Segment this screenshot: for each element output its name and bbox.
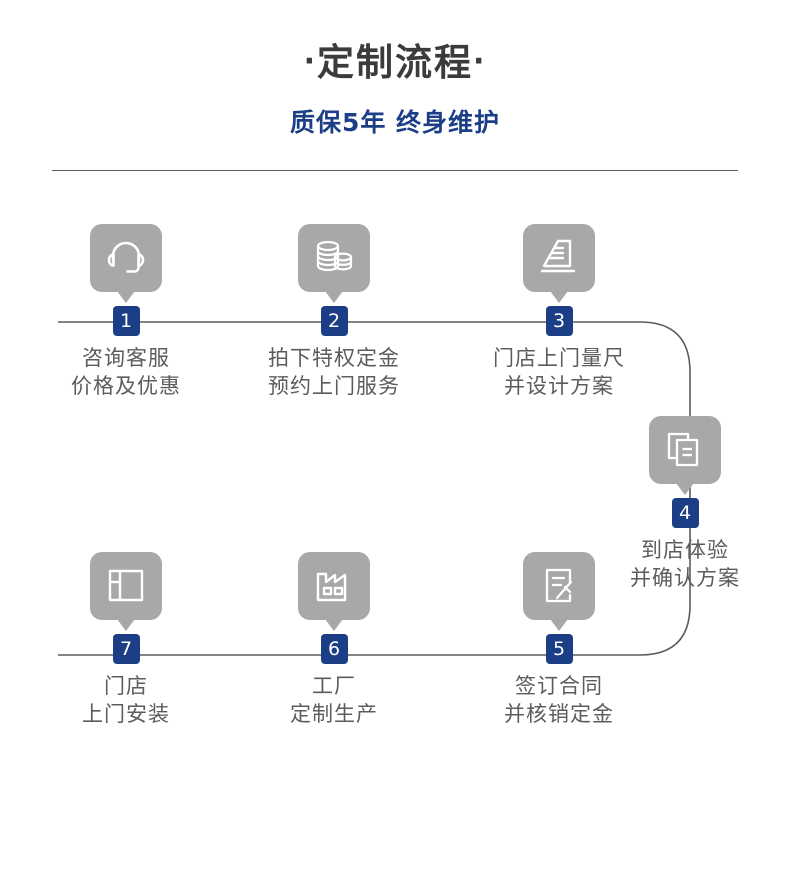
step-2[interactable]: 2 拍下特权定金 预约上门服务: [249, 224, 419, 400]
step-4[interactable]: 4 到店体验 并确认方案: [600, 416, 770, 592]
step-5[interactable]: 5 签订合同 并核销定金: [474, 552, 644, 728]
header-divider: [52, 170, 738, 171]
step-2-icon-box: [298, 224, 370, 292]
title-dot-left: ·: [303, 43, 317, 79]
step-7-icon-box: [90, 552, 162, 620]
page-subtitle: 质保5年 终身维护: [289, 108, 501, 137]
step-6-caption: 工厂 定制生产: [290, 674, 378, 726]
step-7[interactable]: 7 门店 上门安装: [41, 552, 211, 728]
step-1-caption: 咨询客服 价格及优惠: [71, 346, 181, 398]
step-2-caption: 拍下特权定金 预约上门服务: [268, 346, 400, 398]
step-4-icon-box: [649, 416, 721, 484]
factory-icon: [316, 572, 347, 602]
title-text: 定制流程: [317, 41, 473, 84]
documents-icon: [667, 432, 699, 467]
title-dot-right: ·: [473, 43, 487, 79]
step-7-badge: 7: [112, 634, 140, 664]
page-title: ·定制流程·: [0, 44, 790, 81]
step-3-caption: 门店上门量尺 并设计方案: [493, 346, 625, 398]
step-7-caption: 门店 上门安装: [82, 674, 170, 726]
headset-icon: [107, 241, 145, 273]
step-4-badge: 4: [671, 498, 699, 528]
step-3-badge: 3: [545, 306, 573, 336]
step-5-icon-box: [523, 552, 595, 620]
step-3-icon-box: [523, 224, 595, 292]
ruler-icon: [540, 239, 576, 273]
step-5-caption: 签订合同 并核销定金: [504, 674, 614, 726]
step-1[interactable]: 1 咨询客服 价格及优惠: [41, 224, 211, 400]
step-6-icon-box: [298, 552, 370, 620]
step-3[interactable]: 3 门店上门量尺 并设计方案: [474, 224, 644, 400]
step-1-icon-box: [90, 224, 162, 292]
coins-icon: [316, 240, 353, 272]
step-1-badge: 1: [112, 306, 140, 336]
step-2-badge: 2: [320, 306, 348, 336]
step-5-badge: 5: [545, 634, 573, 664]
contract-sign-icon: [545, 568, 573, 603]
step-6-badge: 6: [320, 634, 348, 664]
wardrobe-icon: [108, 569, 144, 602]
step-6[interactable]: 6 工厂 定制生产: [249, 552, 419, 728]
step-4-caption: 到店体验 并确认方案: [630, 538, 740, 590]
